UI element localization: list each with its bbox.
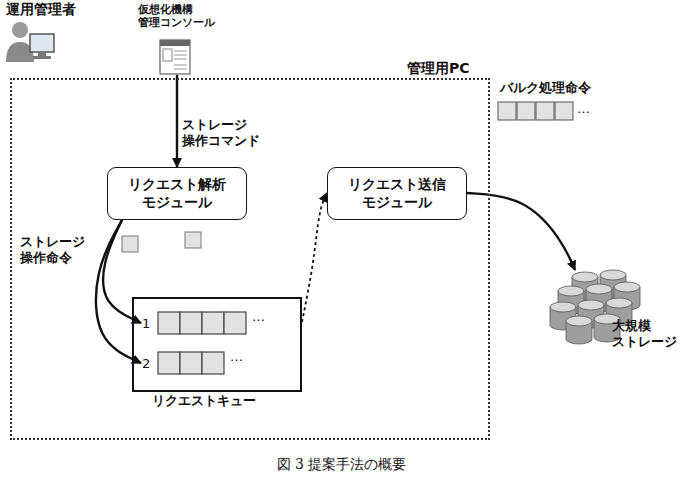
node-text: 大規模 ストレージ	[612, 318, 682, 351]
node-text: リクエストキュー	[152, 392, 256, 410]
module-box: リクエスト解析 モジュール	[107, 167, 247, 220]
arrow	[103, 220, 141, 323]
edge-label: ストレージ 操作コマンド	[182, 117, 272, 150]
queue-row: 2	[142, 349, 292, 377]
ellipsis: …	[577, 101, 590, 116]
queue-row: 1	[142, 309, 292, 337]
actor-label: 運用管理者	[6, 1, 76, 19]
operator-icon	[6, 22, 54, 62]
node-text: リクエスト解析 モジュール	[108, 176, 246, 211]
queued-requests	[156, 311, 248, 335]
console-window: 仮想化機構 管理コンソール	[138, 3, 238, 75]
command-squares	[122, 232, 201, 252]
module-box: リクエスト送信 モジュール	[327, 167, 467, 220]
node-text: 仮想化機構 管理コンソール	[138, 3, 233, 29]
edge-label: ストレージ 操作命令	[20, 234, 92, 267]
dotted-arrow	[302, 193, 327, 322]
node-text: リクエスト送信 モジュール	[328, 176, 466, 211]
bulk-squares	[498, 102, 573, 120]
queued-requests	[156, 351, 226, 375]
arrow	[467, 193, 575, 270]
arrow	[96, 220, 141, 363]
node-text: 1	[142, 316, 156, 331]
node-text: 管理用PC	[407, 60, 470, 78]
storage-icon: 大規模 ストレージ	[540, 262, 680, 362]
node-text: 2	[142, 356, 156, 371]
ellipsis: …	[252, 309, 265, 324]
request-queue: リクエストキュー12	[132, 297, 302, 392]
ellipsis: …	[230, 349, 243, 364]
edge-label: バルク処理命令	[500, 80, 600, 96]
console-icon	[159, 39, 191, 75]
figure-caption: 図 3 提案手法の概要	[0, 456, 683, 474]
arrow	[176, 75, 178, 167]
